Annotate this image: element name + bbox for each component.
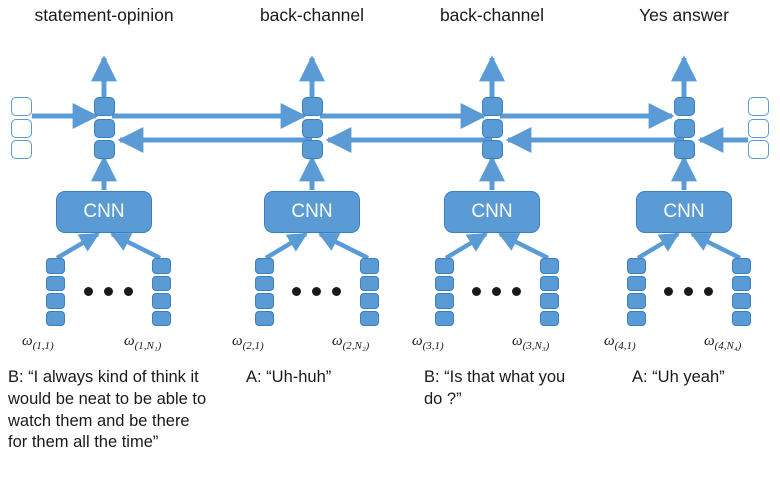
rnn-cell-segment — [674, 118, 695, 138]
word-embedding-2-last — [360, 258, 379, 326]
embedding-cell — [627, 275, 646, 291]
embedding-cell — [540, 310, 559, 326]
embedding-cell — [732, 275, 751, 291]
emb-to-cnn-1-last — [110, 231, 162, 261]
dialog-act-label-4: Yes answer — [639, 5, 729, 25]
ellipsis-dots-icon-3 — [472, 287, 521, 296]
rnn-cell-segment — [94, 97, 115, 116]
rnn-cell-1 — [94, 97, 115, 159]
word-embedding-2-first — [255, 258, 274, 326]
initial-backward-state-block — [748, 97, 769, 159]
word-embedding-3-first — [435, 258, 454, 326]
embedding-cell — [152, 275, 171, 291]
embedding-cell — [255, 275, 274, 291]
transcript-1: B: “I always kind of think it would be n… — [8, 368, 207, 452]
word-label-4-first: ω(4,1) — [604, 333, 636, 352]
state-cell — [11, 97, 32, 116]
ellipsis-dots-icon-2 — [292, 287, 341, 296]
embedding-cell — [540, 258, 559, 274]
emb-to-cnn-2-first — [264, 232, 308, 260]
embedding-cell — [255, 310, 274, 326]
cnn-encoder-3: CNN — [444, 191, 540, 233]
embedding-cell — [46, 293, 65, 309]
rnn-cell-3 — [482, 97, 503, 159]
embedding-cell — [732, 310, 751, 326]
dialog-act-label-3: back-channel — [439, 5, 545, 25]
embedding-cell — [732, 258, 751, 274]
embedding-cell — [540, 293, 559, 309]
word-embedding-4-last — [732, 258, 751, 326]
word-embedding-1-first — [46, 258, 65, 326]
embedding-cell — [435, 310, 454, 326]
word-label-4-last: ω(4,N₄) — [704, 333, 742, 352]
embedding-cell — [255, 258, 274, 274]
rnn-cell-segment — [94, 118, 115, 138]
embedding-cell — [435, 293, 454, 309]
rnn-cell-2 — [302, 97, 323, 159]
embedding-cell — [360, 258, 379, 274]
rnn-cell-segment — [302, 140, 323, 159]
embedding-cell — [360, 310, 379, 326]
embedding-cell — [540, 275, 559, 291]
embedding-cell — [360, 275, 379, 291]
rnn-cell-segment — [674, 97, 695, 116]
embedding-cell — [255, 293, 274, 309]
state-cell — [11, 118, 32, 138]
ellipsis-dots-icon-1 — [84, 287, 133, 296]
rnn-cell-segment — [482, 97, 503, 116]
state-cell — [11, 140, 32, 159]
rnn-cell-segment — [94, 140, 115, 159]
word-label-1-first: ω(1,1) — [22, 333, 54, 352]
word-embedding-1-last — [152, 258, 171, 326]
initial-forward-state-block — [11, 97, 32, 159]
embedding-cell — [627, 258, 646, 274]
cnn-encoder-2: CNN — [264, 191, 360, 233]
ellipsis-dots-icon-4 — [664, 287, 713, 296]
embedding-cell — [152, 310, 171, 326]
transcript-4: A: “Uh yeah” — [632, 368, 725, 386]
embedding-cell — [46, 275, 65, 291]
embedding-cell — [46, 310, 65, 326]
emb-to-cnn-4-last — [690, 231, 742, 261]
embedding-cell — [732, 293, 751, 309]
transcript-2: A: “Uh-huh” — [246, 368, 332, 386]
embedding-cell — [360, 293, 379, 309]
embedding-cell — [627, 293, 646, 309]
rnn-cell-segment — [482, 118, 503, 138]
embedding-cell — [46, 258, 65, 274]
embedding-cell — [152, 293, 171, 309]
rnn-cell-segment — [482, 140, 503, 159]
embedding-cell — [152, 258, 171, 274]
word-embedding-3-last — [540, 258, 559, 326]
state-cell — [748, 118, 769, 138]
word-label-2-first: ω(2,1) — [232, 333, 264, 352]
cnn-encoder-4: CNN — [636, 191, 732, 233]
emb-to-cnn-1-first — [55, 232, 100, 260]
word-label-3-last: ω(3,N₃) — [512, 333, 550, 352]
cnn-encoder-1: CNN — [56, 191, 152, 233]
state-cell — [748, 97, 769, 116]
emb-to-cnn-3-first — [444, 232, 488, 260]
embedding-cell — [435, 275, 454, 291]
dialog-act-label-2: back-channel — [259, 5, 365, 25]
state-cell — [748, 140, 769, 159]
dialog-act-label-1: statement-opinion — [34, 5, 174, 25]
embedding-cell — [435, 258, 454, 274]
rnn-cell-segment — [674, 140, 695, 159]
transcript-3: B: “Is that what you do ?” — [424, 368, 566, 408]
embedding-cell — [627, 310, 646, 326]
rnn-cell-segment — [302, 118, 323, 138]
emb-to-cnn-3-last — [498, 231, 550, 261]
word-label-2-last: ω(2,N₂) — [332, 333, 370, 352]
rnn-cell-segment — [302, 97, 323, 116]
word-label-3-first: ω(3,1) — [412, 333, 444, 352]
emb-to-cnn-4-first — [636, 232, 680, 260]
rnn-cell-4 — [674, 97, 695, 159]
emb-to-cnn-2-last — [318, 231, 370, 261]
word-label-1-last: ω(1,N₁) — [124, 333, 162, 352]
word-embedding-4-first — [627, 258, 646, 326]
